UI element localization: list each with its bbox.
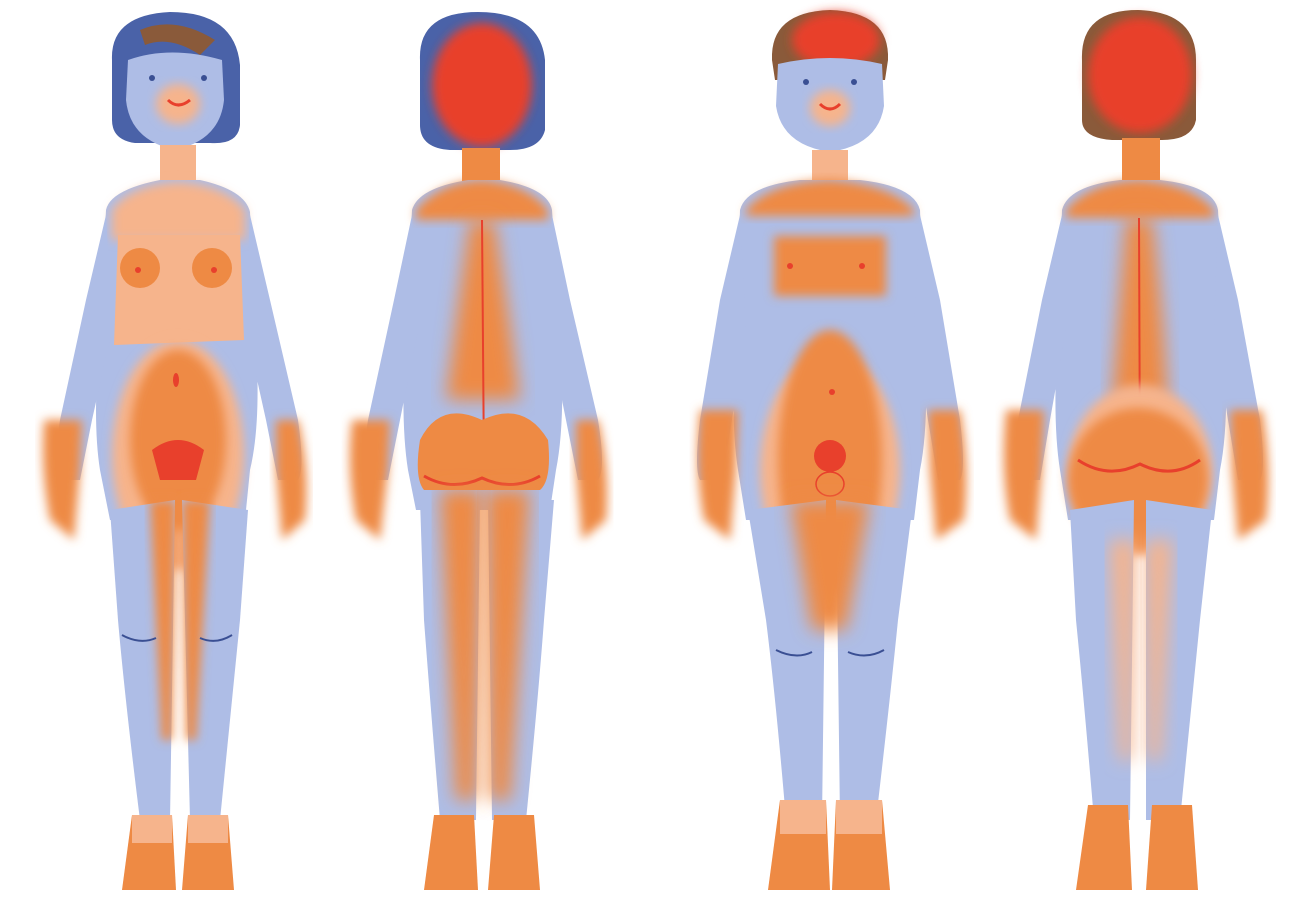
female-back-figure bbox=[350, 12, 607, 890]
male-back-figure bbox=[1004, 10, 1269, 890]
male-front-figure bbox=[697, 10, 966, 890]
female-front-figure bbox=[43, 12, 307, 890]
